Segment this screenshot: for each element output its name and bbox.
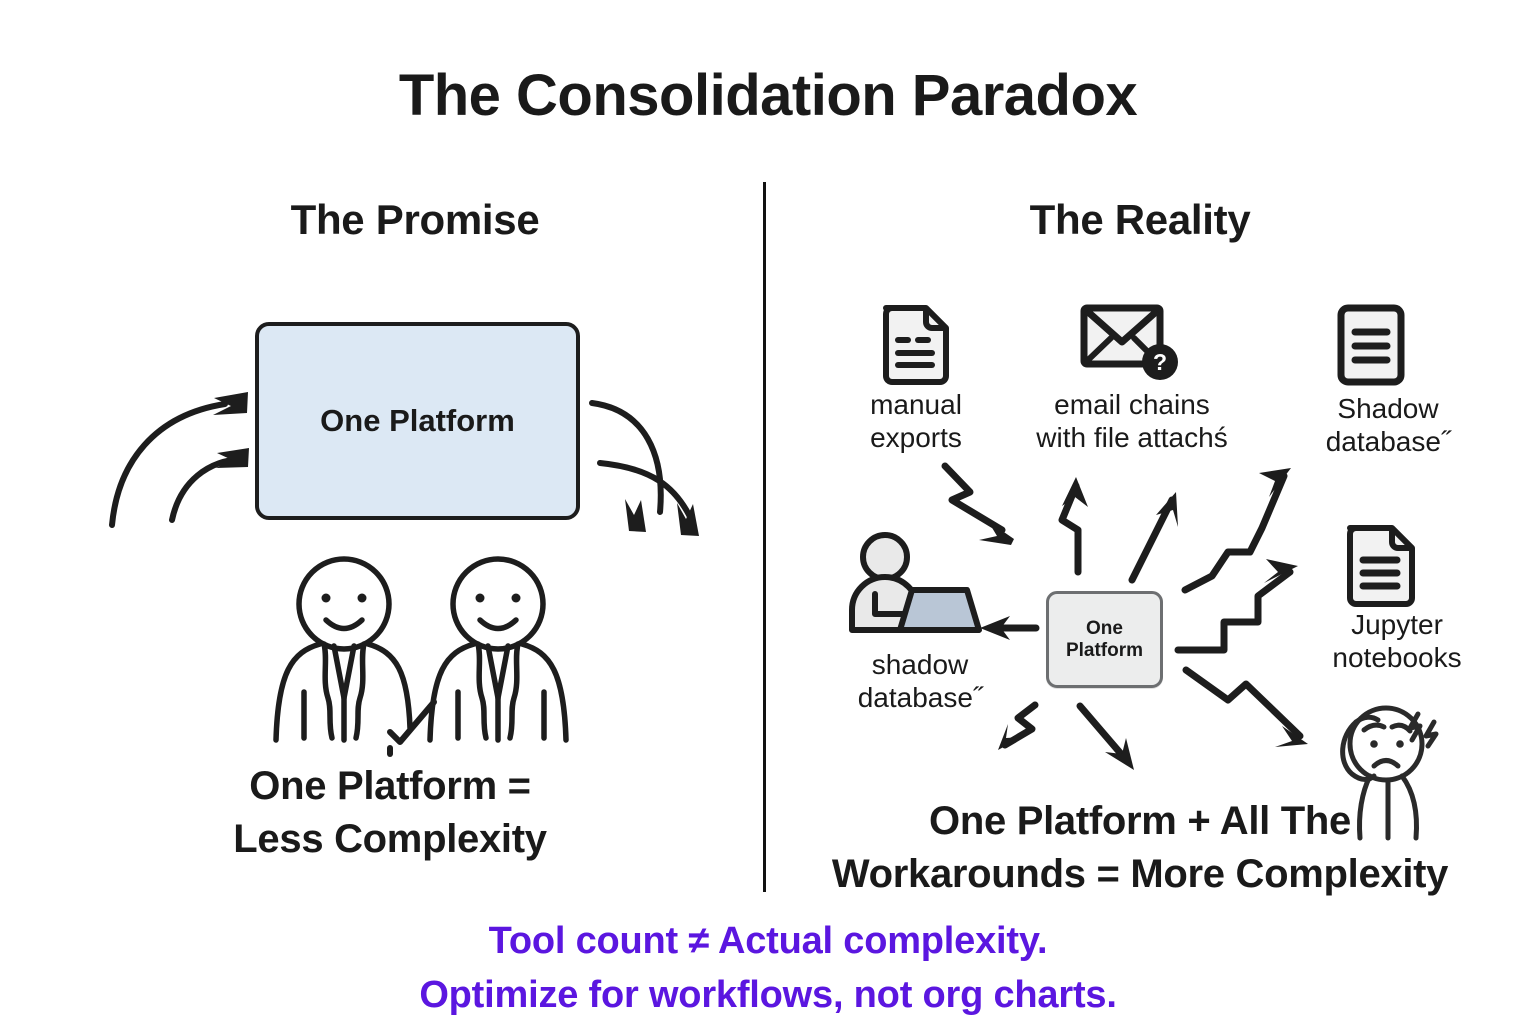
label-line1: email chains bbox=[1054, 389, 1210, 420]
label-line2: notebooks bbox=[1332, 642, 1462, 674]
reality-caption: One Platform + All The Workarounds = Mor… bbox=[790, 795, 1490, 901]
workaround-label-manual-exports: manual exports bbox=[836, 388, 996, 454]
promise-caption: One Platform = Less Complexity bbox=[90, 760, 690, 866]
workaround-label-shadow-database-top: Shadow database˝ bbox=[1288, 392, 1488, 458]
promise-caption-line2: Less Complexity bbox=[233, 816, 547, 861]
promise-heading: The Promise bbox=[290, 196, 540, 243]
svg-text:?: ? bbox=[1153, 349, 1167, 375]
footer-line1: Tool count ≠ Actual complexity. bbox=[488, 920, 1048, 962]
promise-people bbox=[273, 556, 569, 757]
page-title: The Consolidation Paradox bbox=[398, 63, 1138, 128]
footer-takeaway: Tool count ≠ Actual complexity. Optimize… bbox=[0, 915, 1536, 1023]
workaround-label-shadow-database-left: shadow database˝ bbox=[820, 648, 1020, 714]
reality-platform-label-line1: One bbox=[1086, 618, 1123, 640]
promise-caption-line1: One Platform = bbox=[249, 764, 531, 808]
reality-caption-line2: Workarounds = More Complexity bbox=[831, 851, 1449, 896]
label-line2: database˝ bbox=[1325, 426, 1451, 458]
person-laptop-icon bbox=[849, 532, 982, 633]
label-line1: manual bbox=[870, 389, 962, 420]
label-line2: with file attachś bbox=[1036, 422, 1228, 454]
notebook-document-icon bbox=[1347, 525, 1415, 607]
label-line1: Jupyter bbox=[1351, 609, 1443, 640]
reality-platform-box: One Platform bbox=[1046, 591, 1163, 688]
footer-line2: Optimize for workflows, not org charts. bbox=[419, 973, 1117, 1016]
label-line1: shadow bbox=[871, 649, 969, 680]
reality-platform-label: One Platform bbox=[1066, 618, 1143, 661]
reality-heading: The Reality bbox=[1029, 196, 1251, 243]
lined-document-icon bbox=[1337, 304, 1405, 386]
label-line1: Shadow bbox=[1337, 393, 1439, 424]
reality-platform-label-line2: Platform bbox=[1065, 639, 1144, 661]
promise-platform-box: One Platform bbox=[255, 322, 580, 520]
promise-platform-label: One Platform bbox=[320, 403, 515, 438]
document-icon bbox=[883, 305, 949, 385]
reality-caption-line1: One Platform + All The bbox=[929, 799, 1351, 843]
envelope-question-icon: ? bbox=[1080, 304, 1178, 380]
panel-divider bbox=[763, 182, 766, 892]
label-line2: exports bbox=[870, 422, 962, 454]
label-line2: database˝ bbox=[857, 682, 983, 714]
workaround-label-jupyter-notebooks: Jupyter notebooks bbox=[1292, 608, 1502, 674]
workaround-label-email-chains: email chains with file attachś bbox=[1012, 388, 1252, 454]
stressed-person-icon bbox=[1340, 705, 1439, 841]
